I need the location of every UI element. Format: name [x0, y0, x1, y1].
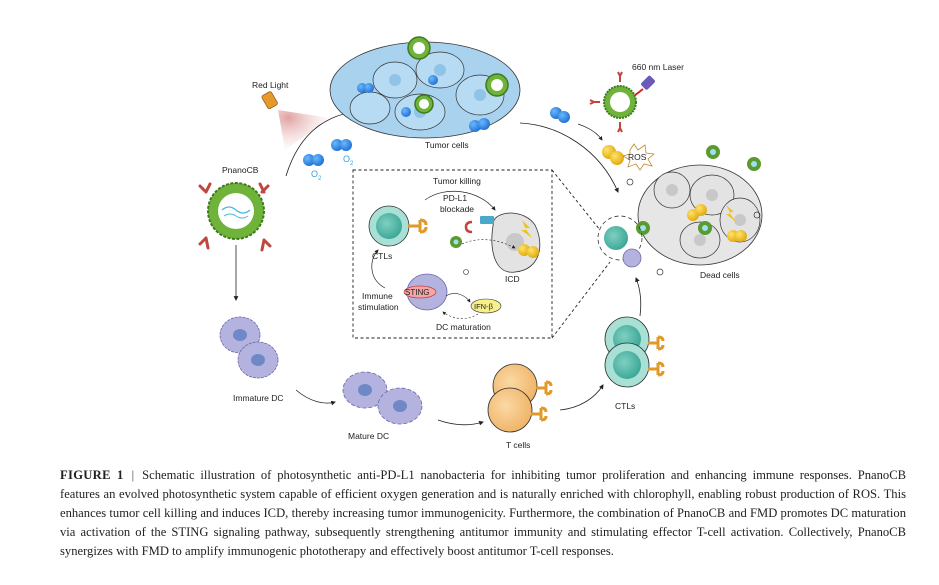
antibody-icon	[198, 182, 272, 252]
caption-text: Schematic illustration of photosynthetic…	[60, 468, 907, 558]
svg-text:Immune: Immune	[362, 291, 393, 301]
caption-separator: |	[131, 468, 135, 482]
pnanocb-label: PnanoCB	[222, 165, 259, 175]
arrow-tumor-to-dead	[519, 122, 619, 193]
svg-text:O2: O2	[343, 154, 354, 167]
svg-text:ICD: ICD	[505, 274, 520, 284]
immature-dc-label: Immature DC	[233, 393, 284, 403]
ctls-bottom-label: CTLs	[615, 401, 635, 411]
laser-label: 660 nm Laser	[632, 62, 684, 72]
mature-dc-label: Mature DC	[348, 431, 389, 441]
t-cells-label: T cells	[506, 440, 530, 450]
dead-cell-cluster: Dead cells	[597, 145, 763, 280]
svg-text:PD-L1: PD-L1	[443, 193, 467, 203]
red-light-label: Red Light	[252, 80, 289, 90]
svg-text:CTLs: CTLs	[372, 251, 392, 261]
svg-text:IFN-β: IFN-β	[474, 302, 494, 311]
schematic-figure: Red Light PnanoCB O2 O2	[198, 36, 763, 450]
red-light-source: Red Light	[252, 80, 330, 150]
laser-icon	[633, 75, 655, 97]
inset-title: Tumor killing	[433, 176, 481, 186]
tumor-killing-inset: Tumor killing PD-L1 blockade CTLs ICD ST…	[352, 169, 611, 339]
mature-dc: Mature DC	[342, 371, 423, 441]
svg-text:O2: O2	[311, 169, 322, 182]
light-beam	[278, 110, 330, 150]
tumor-cells-label: Tumor cells	[425, 140, 469, 150]
tumor-cell-cluster: Tumor cells	[329, 36, 521, 150]
figure-caption: FIGURE 1 |Schematic illustration of photo…	[60, 466, 906, 561]
lamp-icon	[261, 91, 278, 110]
ros-burst	[621, 143, 655, 171]
ros-label: ROS	[628, 152, 647, 162]
dead-cells-label: Dead cells	[700, 270, 740, 280]
svg-text:blockade: blockade	[440, 204, 474, 214]
t-cells: T cells	[487, 363, 553, 450]
svg-text:DC maturation: DC maturation	[436, 322, 491, 332]
oxygen-molecules: O2 O2	[303, 139, 354, 182]
figure-label: FIGURE 1	[60, 468, 124, 482]
svg-text:STING: STING	[405, 288, 429, 297]
laser-activation: 660 nm Laser ROS	[550, 62, 684, 171]
ctls-bottom: CTLs	[604, 316, 665, 411]
pnanocb-particle: PnanoCB	[198, 165, 272, 252]
svg-text:stimulation: stimulation	[358, 302, 399, 312]
immature-dc: Immature DC	[219, 316, 284, 403]
